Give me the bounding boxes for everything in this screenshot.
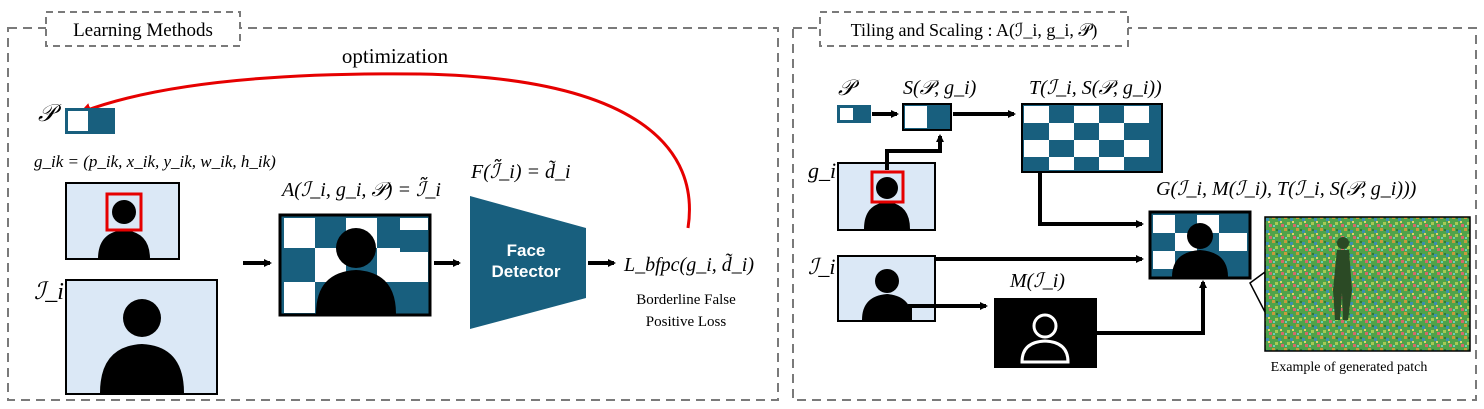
person-body-icon (1172, 250, 1228, 277)
person-head-icon (123, 299, 161, 337)
example-caption: Example of generated patch (1271, 360, 1428, 375)
detector-label-line1: Face (507, 241, 546, 260)
tiling-title: Tiling and Scaling : A(ℐ_i, g_i, 𝒫) (851, 20, 1098, 41)
arrow-tile-to-compose (1038, 172, 1144, 228)
optimization-label: optimization (342, 44, 449, 68)
scaled-patch (902, 103, 952, 131)
augment-label: A(ℐ_i, g_i, 𝒫) = ℐ̃_i (280, 176, 441, 201)
loss-name-line2: Positive Loss (646, 314, 727, 330)
compose-label: G(ℐ_i, M(ℐ_i), T(ℐ_i, S(𝒫, g_i))) (1156, 178, 1417, 200)
person-body-icon (864, 202, 910, 229)
learning-methods-panel: Learning Methods optimization 𝒫 g_ik = (… (7, 11, 779, 401)
bbox-red-right (870, 170, 905, 204)
person-head-icon (1187, 223, 1213, 249)
g-image (837, 162, 936, 231)
walking-person-head-icon (1337, 237, 1349, 249)
scale-label: S(𝒫, g_i) (903, 77, 977, 99)
person-body-icon (100, 344, 184, 393)
learning-title-box (45, 11, 241, 47)
learning-title: Learning Methods (73, 20, 213, 41)
face-detector-block: Face Detector (470, 196, 586, 329)
tile-label: T(ℐ_i, S(𝒫, g_i)) (1029, 77, 1162, 99)
loss-formula: L_bfpc(g_i, d̃_i) (623, 252, 754, 276)
arrow-g-to-scale (885, 134, 944, 170)
loss-name-line1: Borderline False (636, 292, 736, 308)
person-head-icon (112, 200, 136, 224)
arrow-image-to-mask (908, 302, 988, 322)
annotated-image (65, 182, 180, 260)
mask-head-icon (1032, 313, 1058, 339)
mask-body-icon (1020, 339, 1070, 364)
input-image (65, 279, 218, 395)
image-symbol: ℐ_i (34, 279, 64, 305)
person-body-icon (98, 230, 150, 259)
patch-symbol-right: 𝒫 (838, 75, 860, 100)
patch-symbol: 𝒫 (38, 101, 62, 127)
mask-image (994, 298, 1097, 368)
detector-label-line2: Detector (492, 262, 561, 281)
tiling-scaling-panel: Tiling and Scaling : A(ℐ_i, g_i, 𝒫) 𝒫 S(… (792, 11, 1477, 401)
detector-formula: F(ℐ̃_i) = d̃_i (470, 158, 571, 183)
composed-image (1148, 210, 1252, 280)
person-head-icon (875, 269, 899, 293)
tiling-panel-border (792, 27, 1477, 401)
callout-pointer (1249, 270, 1266, 313)
augmented-image (278, 213, 432, 317)
walking-person-body-icon (1333, 250, 1352, 320)
g-symbol-right: g_i (808, 158, 836, 183)
person-head-icon (876, 177, 898, 199)
image-symbol-right: ℐ_i (808, 254, 835, 279)
arrow-mask-to-compose (1097, 280, 1207, 335)
patch-icon-right (837, 105, 871, 123)
person-head-icon (336, 228, 376, 268)
bbox-red (105, 192, 143, 232)
person-body-icon (862, 294, 912, 320)
input-image-right (837, 255, 936, 322)
optimization-arrow (79, 72, 691, 229)
example-patch-image (1264, 216, 1471, 352)
tiling-title-box (819, 11, 1129, 47)
g-formula: g_ik = (p_ik, x_ik, y_ik, w_ik, h_ik) (34, 152, 276, 171)
patch-icon (65, 108, 115, 134)
person-body-icon (316, 270, 396, 314)
mask-label: M(ℐ_i) (1009, 270, 1065, 292)
tiled-pattern (1021, 103, 1163, 173)
